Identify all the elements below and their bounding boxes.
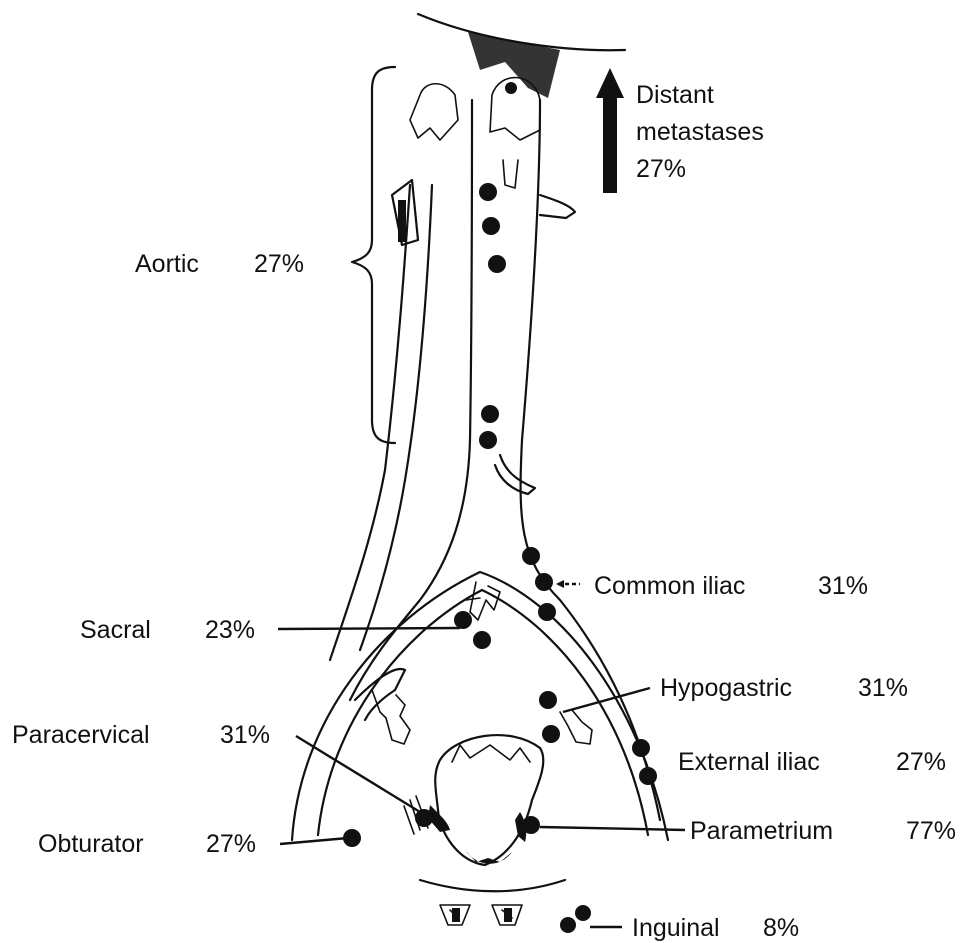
aortic-node-3 bbox=[488, 255, 506, 273]
inguinal-node-1 bbox=[560, 917, 576, 933]
paracervical-label-pct: 31% bbox=[220, 721, 270, 749]
parametrium-label-pct: 77% bbox=[906, 817, 956, 845]
uterus-outline bbox=[435, 735, 543, 865]
parametrium-node bbox=[522, 816, 540, 834]
vena-cava-left-wall bbox=[330, 185, 410, 660]
uterus-inner-top bbox=[452, 745, 530, 762]
sacral-branches bbox=[466, 582, 500, 620]
external-iliac-label-name: External iliac bbox=[678, 748, 820, 776]
distant-arrow-head bbox=[596, 68, 624, 98]
labels: Distant metastases 27% Aortic 27% Common… bbox=[12, 81, 956, 942]
hypogastric-label-pct: 31% bbox=[858, 674, 908, 702]
aorta-right-wall bbox=[521, 100, 660, 820]
distant-label-line-3: 27% bbox=[636, 155, 686, 183]
vena-cava-inner-wall bbox=[360, 185, 432, 650]
obturator-label-pct: 27% bbox=[206, 830, 256, 858]
aortic-label-name: Aortic bbox=[135, 250, 199, 278]
paracervical-leader bbox=[296, 736, 420, 812]
hypogastric-label-name: Hypogastric bbox=[660, 674, 792, 702]
aortic-label-pct: 27% bbox=[254, 250, 304, 278]
right-lumbar-branch bbox=[540, 195, 575, 218]
pubic-curve bbox=[420, 880, 565, 891]
external-iliac-node-2 bbox=[639, 767, 657, 785]
right-hypogastric-branch bbox=[560, 710, 592, 744]
aortic-node-2 bbox=[482, 217, 500, 235]
inguinal-label-name: Inguinal bbox=[632, 914, 720, 942]
distant-label-line-2: metastases bbox=[636, 118, 764, 146]
common-iliac-arrowhead bbox=[556, 580, 564, 588]
left-hypogastric-branch bbox=[372, 690, 410, 744]
aortic-node-5 bbox=[479, 431, 497, 449]
pelvic-arch-outer bbox=[292, 572, 668, 840]
common-iliac-label-pct: 31% bbox=[818, 572, 868, 600]
parametrium-leader bbox=[540, 827, 685, 830]
aortic-node-4 bbox=[481, 405, 499, 423]
sacral-node-1 bbox=[454, 611, 472, 629]
common-iliac-label-name: Common iliac bbox=[594, 572, 745, 600]
distant-label-line-1: Distant bbox=[636, 81, 714, 109]
sacral-label-pct: 23% bbox=[205, 616, 255, 644]
external-iliac-label-pct: 27% bbox=[896, 748, 946, 776]
common-iliac-node-2 bbox=[535, 573, 553, 591]
external-iliac-node-1 bbox=[632, 739, 650, 757]
common-iliac-node-3 bbox=[538, 603, 556, 621]
inguinal-left-mark bbox=[452, 908, 460, 922]
aortic-node-1 bbox=[479, 183, 497, 201]
sacral-leader bbox=[278, 628, 460, 629]
common-iliac-node-1 bbox=[522, 547, 540, 565]
hypogastric-node-1 bbox=[539, 691, 557, 709]
distant-arrow-shaft bbox=[603, 93, 617, 193]
inferior-mesenteric-branch bbox=[495, 455, 535, 494]
obturator-leader bbox=[280, 838, 348, 844]
left-vessel-mark bbox=[398, 200, 406, 242]
sacral-node-2 bbox=[473, 631, 491, 649]
parametrium-label-name: Parametrium bbox=[690, 817, 833, 845]
obturator-label-name: Obturator bbox=[38, 830, 144, 858]
vessel-stub bbox=[503, 160, 518, 188]
paracervical-label-name: Paracervical bbox=[12, 721, 150, 749]
crus-node bbox=[505, 82, 517, 94]
hypogastric-leader bbox=[563, 688, 650, 712]
inguinal-right-mark bbox=[504, 908, 512, 922]
hypogastric-node-2 bbox=[542, 725, 560, 743]
aorta-left-wall bbox=[350, 100, 472, 700]
left-renal-vessel bbox=[410, 84, 458, 140]
inguinal-label-pct: 8% bbox=[763, 914, 799, 942]
inguinal-node-2 bbox=[575, 905, 591, 921]
lymph-nodes bbox=[343, 183, 657, 933]
aortic-brace bbox=[352, 67, 395, 443]
sacral-label-name: Sacral bbox=[80, 616, 151, 644]
